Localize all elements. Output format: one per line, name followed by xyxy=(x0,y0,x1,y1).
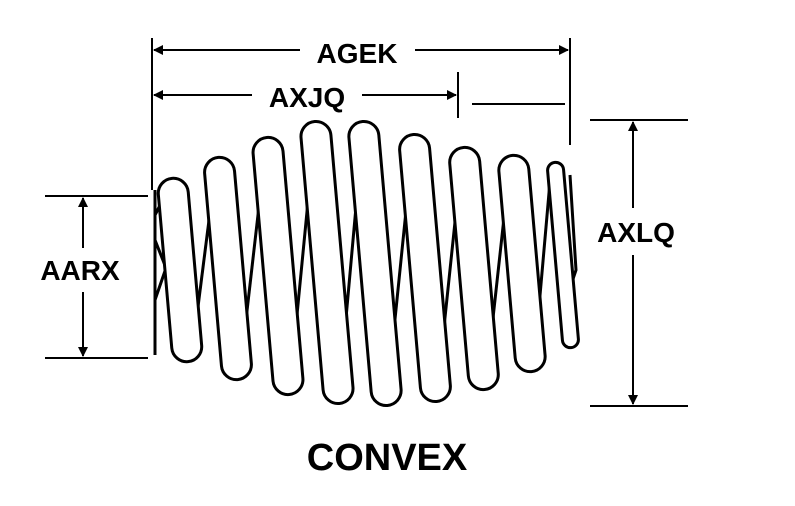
diagram-title: CONVEX xyxy=(307,437,468,479)
spring-coil xyxy=(546,160,580,350)
spring-coil xyxy=(251,135,305,397)
spring-coil xyxy=(347,119,403,408)
spring-coil xyxy=(203,155,253,382)
spring-coil xyxy=(156,176,204,364)
spring-coil xyxy=(299,119,355,406)
spring-coil xyxy=(497,153,547,374)
axjq-label: AXJQ xyxy=(269,82,345,113)
aarx-label: AARX xyxy=(40,255,120,286)
axlq-label: AXLQ xyxy=(597,217,675,248)
spring xyxy=(153,119,580,408)
spring-coil xyxy=(448,145,500,392)
agek-label: AGEK xyxy=(317,38,398,69)
dimension-lines xyxy=(45,38,688,407)
spring-coil xyxy=(398,132,452,404)
